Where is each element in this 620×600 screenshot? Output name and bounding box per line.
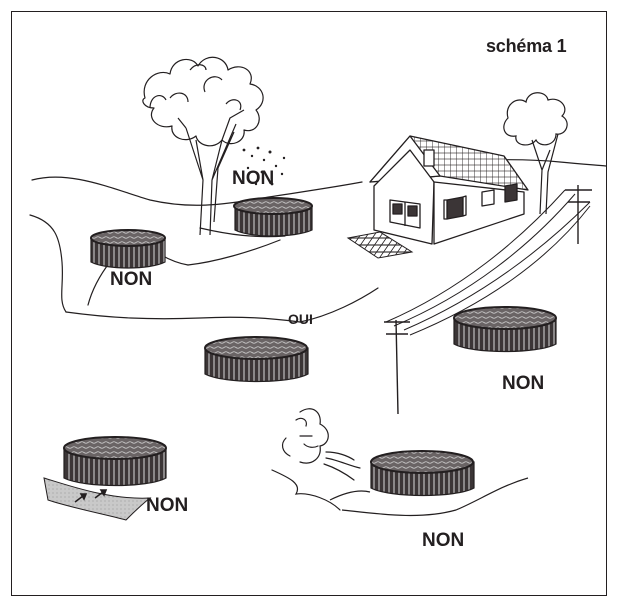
verdict-uneven-ground: NON xyxy=(110,269,153,290)
diagram-frame xyxy=(11,11,607,596)
verdict-on-slope: NON xyxy=(146,495,189,516)
power-lines xyxy=(384,185,592,415)
verdict-under-power-lines: NON xyxy=(502,373,545,394)
pool-uneven-ground xyxy=(90,229,166,269)
falling-leaves xyxy=(242,146,286,186)
tree-right xyxy=(503,92,568,215)
pool-under-trees xyxy=(233,197,313,237)
pool-under-power-lines xyxy=(453,306,557,353)
diagram-title: schéma 1 xyxy=(486,36,567,56)
pool-on-slope xyxy=(63,436,167,487)
wind-hollow-ground xyxy=(329,477,529,517)
house xyxy=(369,135,529,245)
trees-left xyxy=(142,56,264,236)
slope-ground xyxy=(43,477,152,521)
wind-face xyxy=(271,408,361,511)
pool-open-ground xyxy=(204,336,309,383)
pool-windy-hollow xyxy=(370,450,475,497)
terrace xyxy=(346,231,414,259)
slope-arrows xyxy=(74,489,108,503)
verdict-windy-hollow: NON xyxy=(422,530,465,551)
verdict-under-trees: NON xyxy=(232,168,275,189)
verdict-open-flat-ground: OUI xyxy=(288,311,313,327)
